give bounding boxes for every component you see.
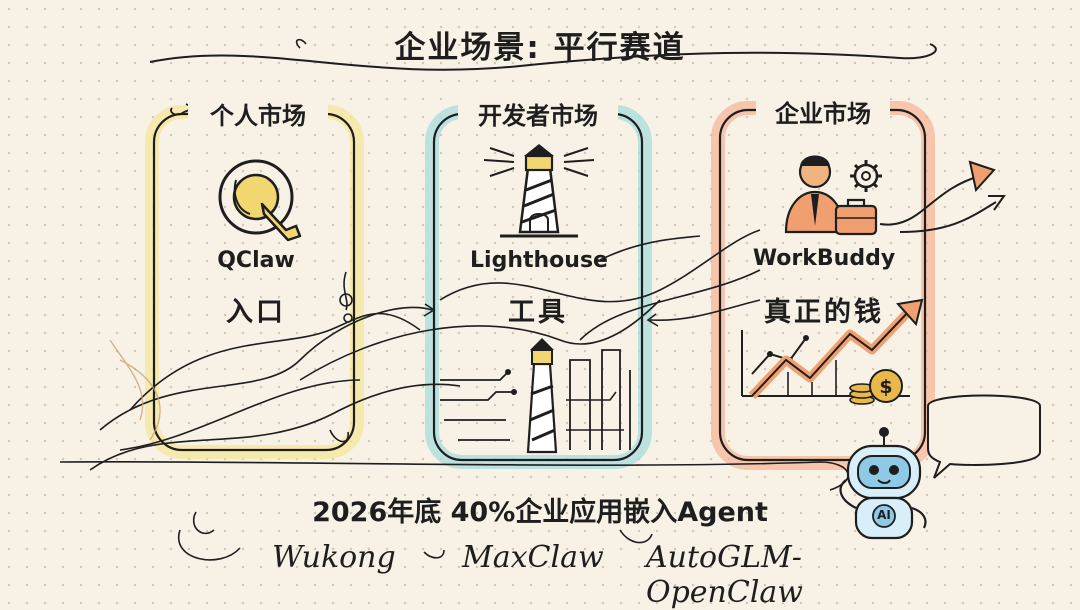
gear-icon bbox=[850, 160, 882, 192]
qclaw-role: 入口 bbox=[176, 290, 336, 329]
lighthouse-role: 工具 bbox=[458, 290, 618, 329]
qclaw-label: QClaw bbox=[166, 248, 346, 273]
lighthouse-icon bbox=[484, 144, 594, 236]
workbuddy-role: 真正的钱 bbox=[744, 290, 904, 329]
mention-wukong: Wukong bbox=[272, 540, 402, 575]
workbuddy-label: WorkBuddy bbox=[734, 246, 914, 271]
mention-maxclaw: MaxClaw bbox=[462, 540, 622, 575]
page-title: 企业场景: 平行赛道 bbox=[0, 22, 1080, 67]
circuit-lighthouse-icon bbox=[440, 338, 630, 452]
developer-market-heading: 开发者市场 bbox=[458, 96, 618, 131]
agent-forecast-text: 2026年底 40%企业应用嵌入Agent bbox=[0, 490, 1080, 529]
enterprise-market-heading: 企业市场 bbox=[756, 94, 890, 129]
mention-autoglm-openclaw: AutoGLM-OpenClaw bbox=[646, 540, 936, 610]
personal-frame bbox=[152, 112, 357, 452]
lighthouse-label: Lighthouse bbox=[446, 248, 632, 273]
coin-stack-icon: $ bbox=[850, 370, 902, 404]
qclaw-logo-icon bbox=[220, 161, 300, 240]
personal-market-heading: 个人市场 bbox=[188, 96, 328, 131]
briefcase-icon bbox=[836, 200, 876, 234]
svg-text:$: $ bbox=[879, 376, 892, 398]
speech-bubble bbox=[928, 396, 1040, 479]
